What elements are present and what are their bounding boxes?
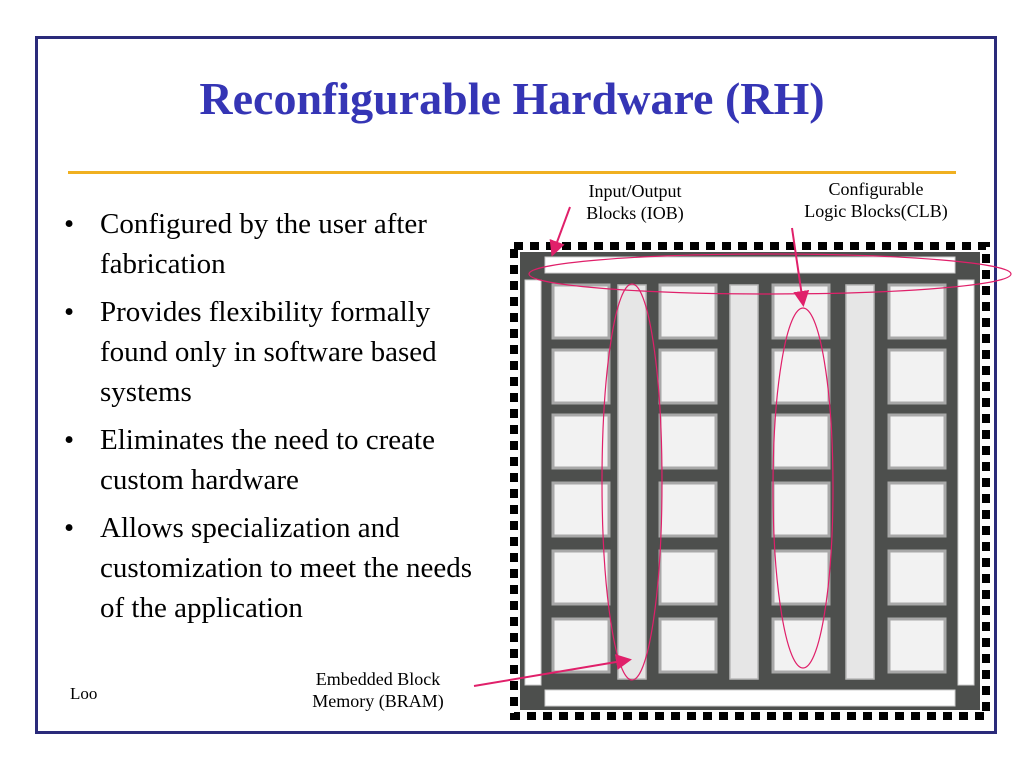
callout-annotations	[473, 206, 1012, 687]
clb-block	[771, 481, 831, 538]
bram-column	[617, 284, 647, 680]
slide-title: Reconfigurable Hardware (RH)	[199, 73, 825, 124]
io-pin-ring	[510, 242, 990, 720]
bram-highlight-ellipse	[601, 283, 663, 681]
clb-block	[551, 617, 611, 674]
iob-label: Input/Output Blocks (IOB)	[560, 180, 710, 224]
clb-block	[887, 549, 947, 606]
clb-block	[551, 549, 611, 606]
bullet-item: Provides flexibility formally found only…	[60, 292, 500, 412]
slide-frame	[35, 36, 997, 734]
bullet-list: Configured by the user after fabrication…	[60, 204, 500, 636]
clb-block	[771, 617, 831, 674]
clb-block	[658, 348, 718, 405]
clb-block	[658, 413, 718, 470]
footer-author: Loo	[70, 684, 98, 703]
clb-highlight-ellipse	[772, 307, 834, 669]
clb-label: Configurable Logic Blocks(CLB)	[778, 178, 974, 222]
clb-block	[551, 481, 611, 538]
clb-block	[887, 481, 947, 538]
iob-label-line1: Input/Output	[588, 181, 682, 201]
clb-block	[771, 549, 831, 606]
clb-block	[887, 348, 947, 405]
clb-label-line1: Configurable	[828, 179, 924, 199]
bram-label-line2: Memory (BRAM)	[312, 691, 444, 711]
iob-highlight-ellipse	[528, 253, 1012, 295]
clb-callout-arrow	[791, 227, 810, 307]
iob-callout-arrow	[549, 206, 571, 257]
bram-label-line1: Embedded Block	[315, 669, 441, 689]
title-divider	[68, 171, 956, 174]
clb-block	[887, 617, 947, 674]
iob-label-line2: Blocks (IOB)	[586, 203, 684, 223]
clb-block	[887, 413, 947, 470]
bullet-item: Eliminates the need to create custom har…	[60, 420, 500, 500]
clb-block	[551, 283, 611, 340]
clb-label-line2: Logic Blocks(CLB)	[804, 201, 948, 221]
clb-block	[658, 481, 718, 538]
clb-block	[658, 617, 718, 674]
clb-block	[551, 413, 611, 470]
clb-block	[771, 413, 831, 470]
clb-block	[887, 283, 947, 340]
bullet-item: Allows specialization and customization …	[60, 508, 500, 628]
bram-label: Embedded Block Memory (BRAM)	[286, 668, 470, 712]
clb-block	[551, 348, 611, 405]
bram-column	[729, 284, 759, 680]
clb-block	[771, 348, 831, 405]
iob-strip-top	[544, 256, 956, 274]
iob-strip-left	[524, 279, 542, 686]
clb-block	[658, 549, 718, 606]
iob-strip-bottom	[544, 689, 956, 707]
iob-strip-right	[957, 279, 975, 686]
bram-column	[845, 284, 875, 680]
bram-callout-arrow	[473, 654, 632, 687]
fpga-chip	[510, 242, 990, 720]
bullet-item: Configured by the user after fabrication	[60, 204, 500, 284]
